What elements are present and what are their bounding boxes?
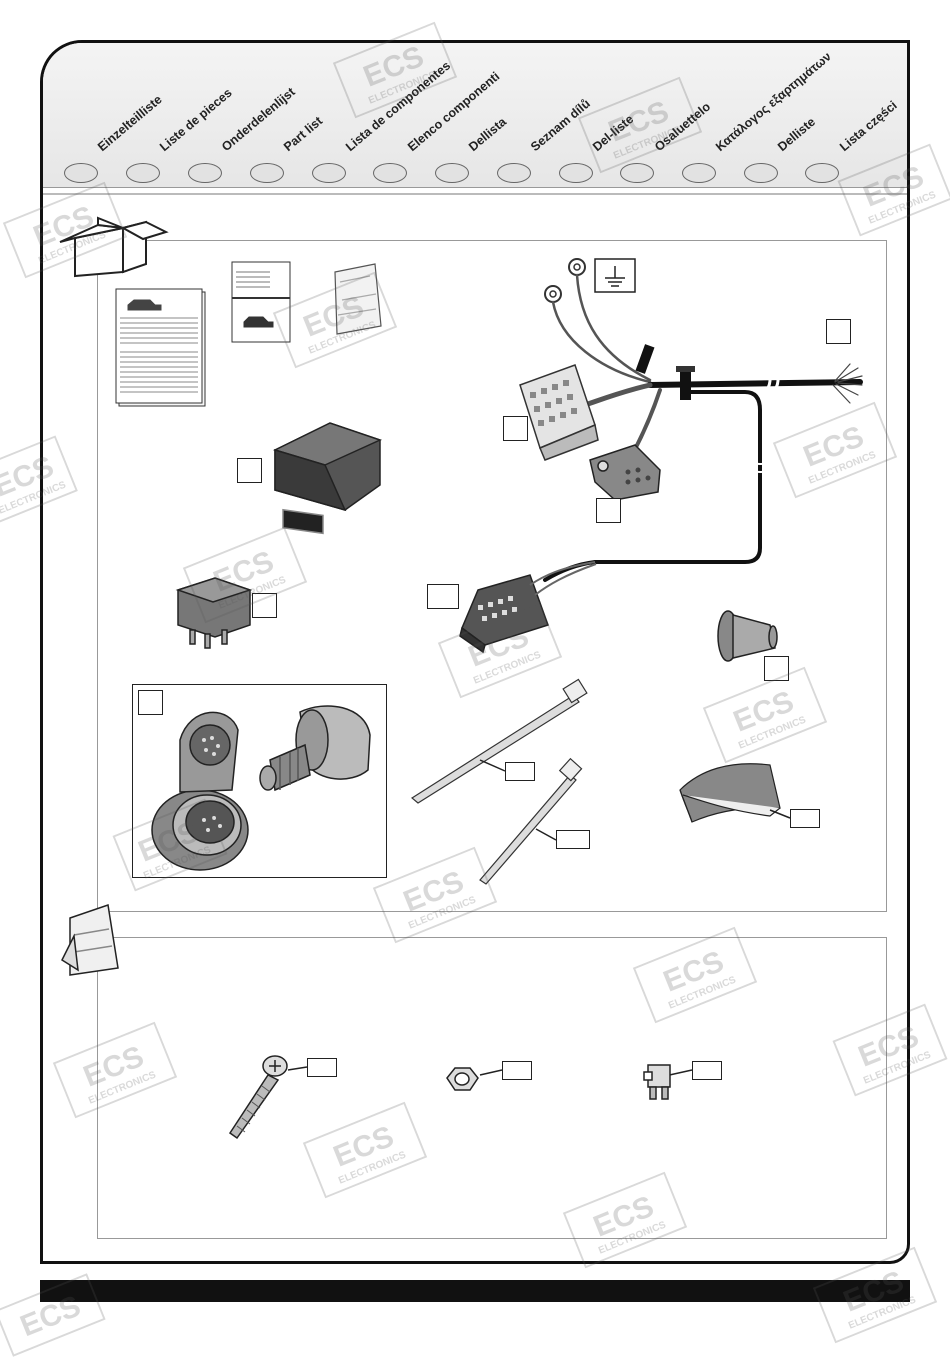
header-divider xyxy=(43,187,907,188)
hex-nut-icon xyxy=(446,1067,479,1091)
item-box-relay xyxy=(252,593,277,618)
callout-lines xyxy=(287,759,791,1077)
item-box-nut xyxy=(502,1061,532,1080)
item-box-grommet xyxy=(764,656,789,681)
item-box-tie-large xyxy=(505,762,535,781)
header-divider-2 xyxy=(43,193,907,195)
ground-symbol-box xyxy=(594,258,636,293)
item-box-control-module xyxy=(237,458,262,483)
plastic-bag-icon xyxy=(334,263,382,335)
footer-bar xyxy=(40,1280,910,1302)
lang-oval-fi[interactable] xyxy=(620,163,654,183)
connector-lower-icon xyxy=(459,561,597,654)
box-icon xyxy=(59,216,169,278)
lang-oval-sv[interactable] xyxy=(435,163,469,183)
cable-tie-large-icon xyxy=(410,678,588,804)
lang-oval-el[interactable] xyxy=(682,163,716,183)
manual-sheet-icon xyxy=(115,288,206,407)
adhesive-pad-icon xyxy=(679,763,781,823)
trailer-socket-icon xyxy=(151,711,249,871)
item-box-connector-left xyxy=(503,416,528,441)
lang-oval-pl[interactable] xyxy=(805,163,839,183)
socket-plug-icon xyxy=(259,705,371,792)
item-box-connector-lower xyxy=(427,584,459,609)
relay-icon xyxy=(175,577,253,649)
hardware-bag-icon xyxy=(61,904,119,976)
connector-left-icon xyxy=(519,364,599,461)
item-box-screw xyxy=(307,1058,337,1077)
item-box-adhesive xyxy=(790,809,820,828)
blade-fuse-icon xyxy=(643,1064,671,1100)
control-module-icon xyxy=(272,422,383,535)
lang-oval-no[interactable] xyxy=(744,163,778,183)
item-box-harness xyxy=(826,319,851,344)
lang-oval-es[interactable] xyxy=(312,163,346,183)
item-box-socket xyxy=(138,690,163,715)
instruction-sheet-icon xyxy=(231,261,291,343)
lang-oval-da[interactable] xyxy=(559,163,593,183)
lang-oval-nl[interactable] xyxy=(188,163,222,183)
lang-oval-cs[interactable] xyxy=(497,163,531,183)
lang-oval-en[interactable] xyxy=(250,163,284,183)
cable-tie-small-icon xyxy=(479,757,583,885)
screw-icon xyxy=(228,1055,288,1140)
wiring-harness-icon xyxy=(543,258,863,582)
lang-oval-de[interactable] xyxy=(64,163,98,183)
hardware-bag-panel xyxy=(97,937,887,1239)
lang-oval-it[interactable] xyxy=(373,163,407,183)
item-box-connector-angled xyxy=(596,498,621,523)
connector-angled-icon xyxy=(589,444,661,501)
lang-oval-fr[interactable] xyxy=(126,163,160,183)
item-box-fuse xyxy=(692,1061,722,1080)
rubber-grommet-icon xyxy=(717,610,778,662)
item-box-tie-small xyxy=(556,830,590,849)
